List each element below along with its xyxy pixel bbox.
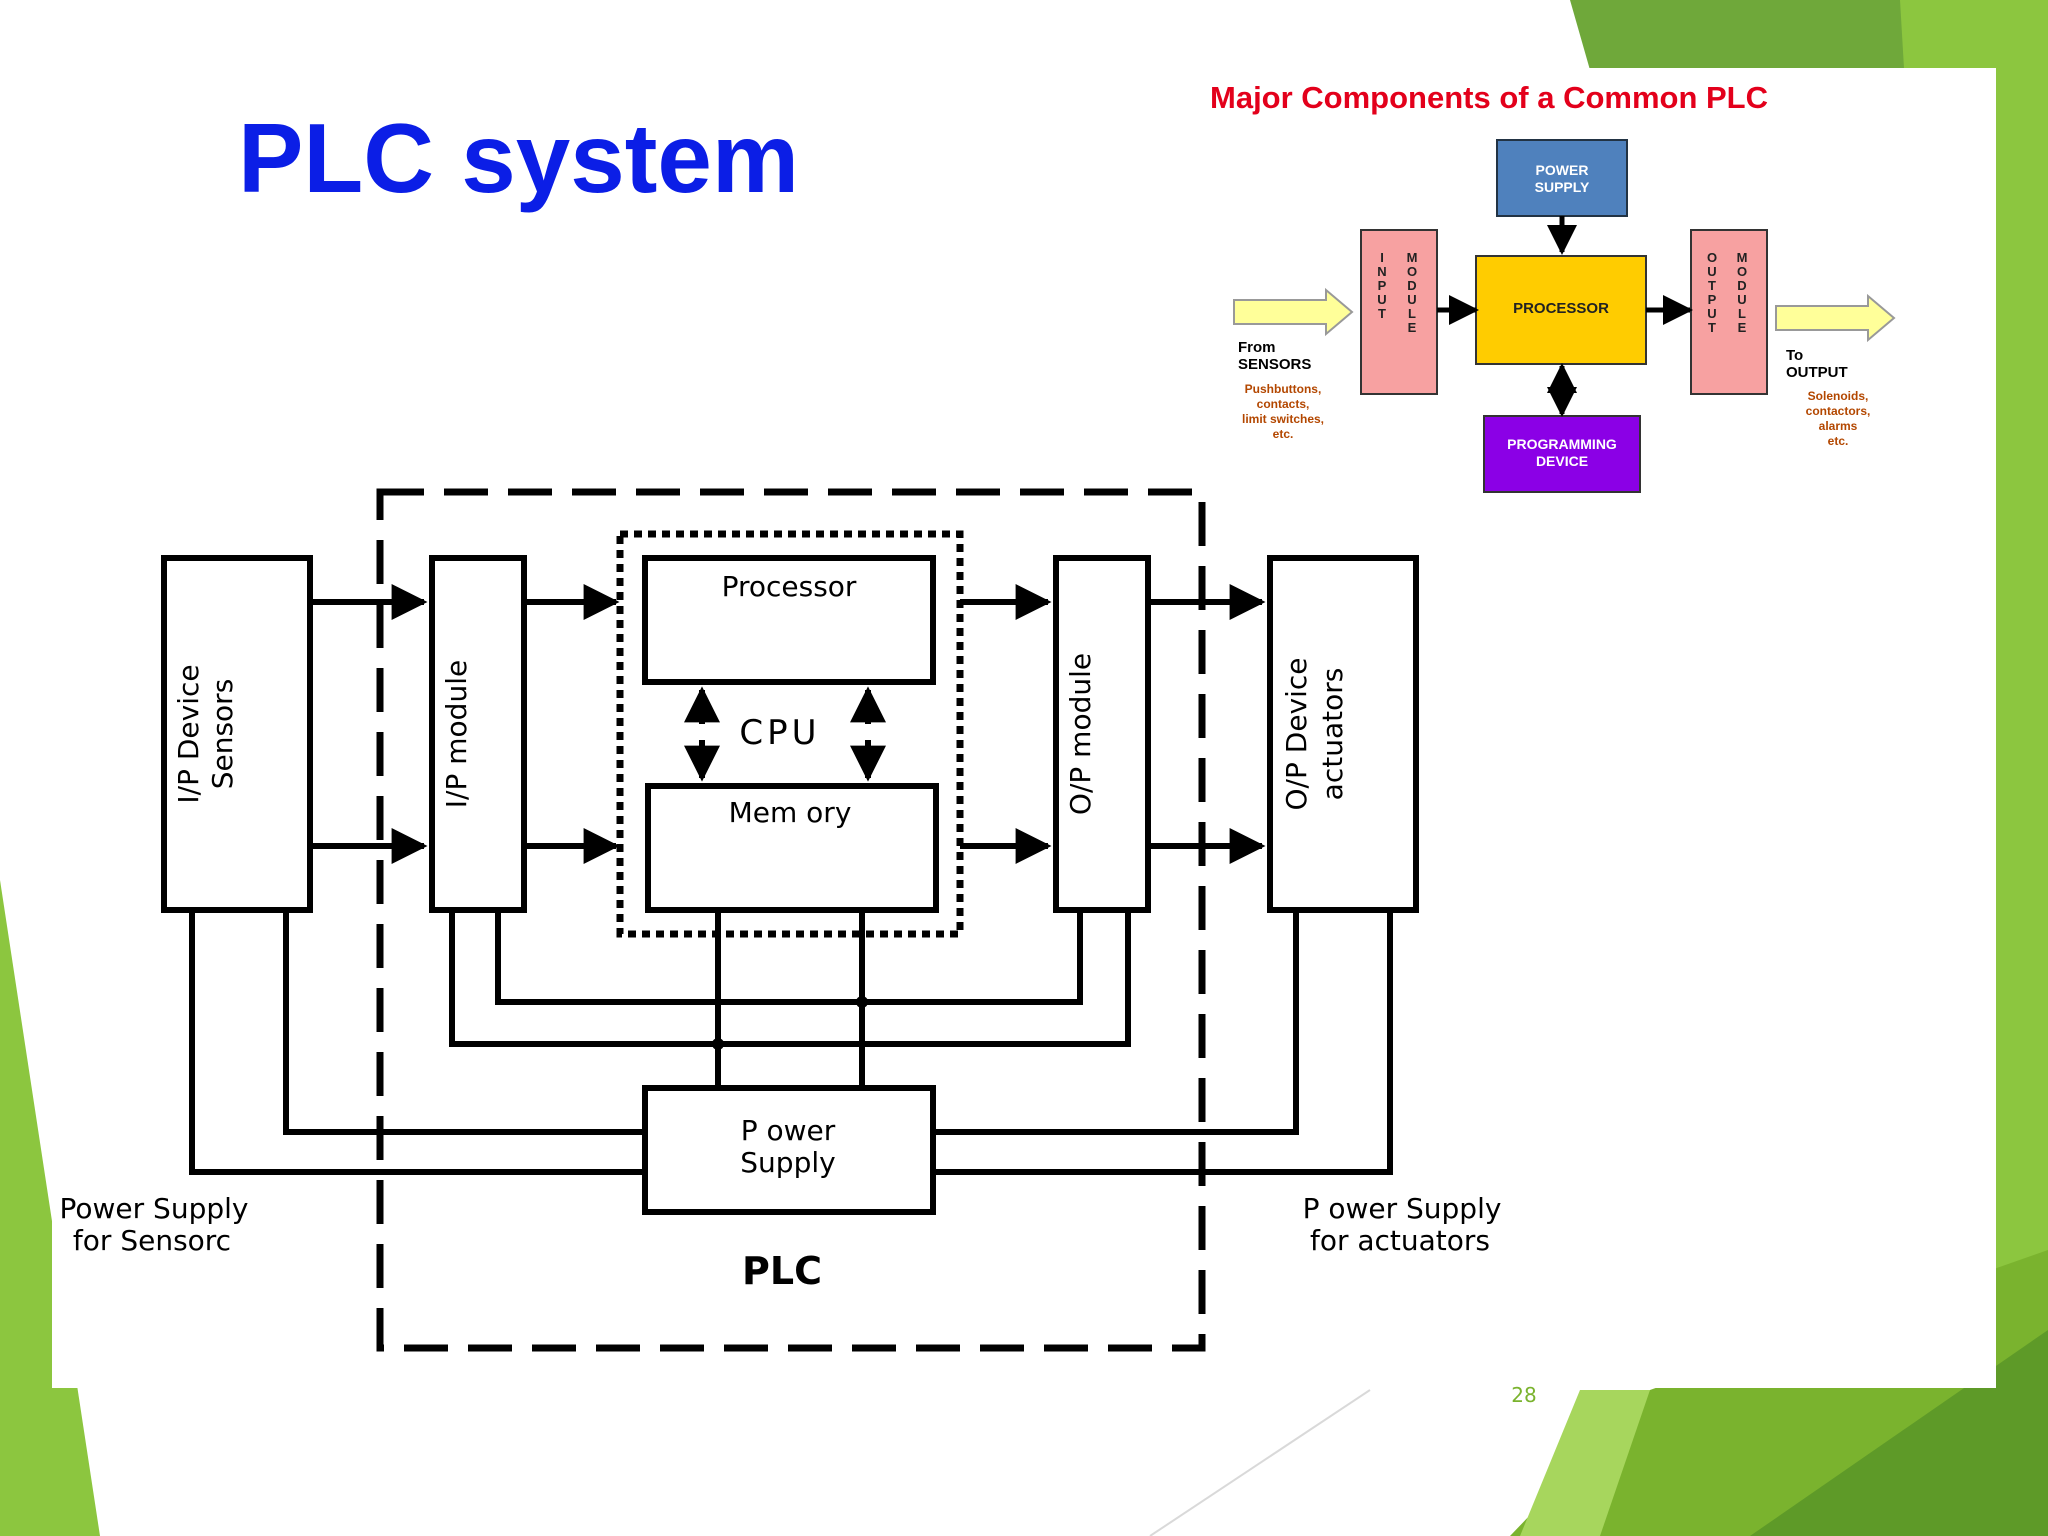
op-device-label-line1: O/P Device	[1280, 657, 1313, 810]
memory-label: Mem ory	[729, 796, 852, 829]
inset-to-ex2: contactors,	[1806, 404, 1871, 418]
inset-in-right-letter: D	[1407, 278, 1416, 293]
inset-to-line1: To	[1786, 347, 1803, 364]
inset-from-line1: From	[1238, 339, 1276, 356]
inset-power-supply-line1: POWER	[1536, 162, 1589, 178]
inset-output-module-letters: OUTPUT	[1707, 250, 1717, 335]
power-supply-label-line1: P ower	[741, 1114, 836, 1147]
inset-in-right-letter: L	[1408, 306, 1416, 321]
inset-out-right-letter: M	[1737, 250, 1748, 265]
ps-actuators-line1: P ower Supply	[1303, 1192, 1502, 1225]
inset-diagram: Major Components of a Common PLC POWER S…	[1210, 80, 1896, 493]
main-block-diagram	[161, 488, 1419, 1352]
inset-to-ex3: alarms	[1819, 419, 1858, 433]
processor-box	[642, 555, 936, 685]
inset-power-supply-line2: SUPPLY	[1535, 179, 1590, 195]
op-module-label: O/P module	[1064, 653, 1097, 815]
inset-out-left-letter: T	[1708, 320, 1716, 335]
inset-out-left-letter: P	[1708, 292, 1717, 307]
power-supply-label-line2: Supply	[740, 1146, 835, 1179]
ip-module-box	[429, 555, 527, 913]
inset-in-right-letter: E	[1408, 320, 1417, 335]
power-supply-box	[642, 1085, 936, 1215]
inset-to-ex1: Solenoids,	[1808, 389, 1869, 403]
inset-title: Major Components of a Common PLC	[1210, 80, 1768, 115]
memory-box	[645, 783, 939, 913]
inset-input-arrow	[1233, 287, 1354, 337]
inset-power-supply-box	[1496, 139, 1628, 217]
ip-module-label: I/P module	[440, 660, 473, 808]
inset-out-right-letter: U	[1737, 292, 1746, 307]
inset-out-right-letter: O	[1737, 264, 1747, 279]
inset-in-left-letter: I	[1380, 250, 1384, 265]
inset-in-left-letter: T	[1378, 306, 1386, 321]
inset-out-right-letter: E	[1738, 320, 1747, 335]
ip-device-box	[161, 555, 313, 913]
op-device-label-line2: actuators	[1316, 668, 1349, 801]
inset-out-left-letter: O	[1707, 250, 1717, 265]
ps-sensors-line2: for Sensorc	[73, 1224, 231, 1257]
page-number: 28	[1511, 1383, 1536, 1407]
op-module-box	[1053, 555, 1151, 913]
inset-programming-line2: DEVICE	[1536, 453, 1588, 469]
inset-in-right-letter: O	[1407, 264, 1417, 279]
signal-arrows	[310, 584, 1266, 864]
inset-input-module-box	[1360, 229, 1438, 395]
inset-output-arrow	[1775, 293, 1896, 343]
inset-programming-line1: PROGRAMMING	[1507, 436, 1617, 452]
inset-in-right-letter: M	[1407, 250, 1418, 265]
inset-to-line2: OUTPUT	[1786, 364, 1848, 381]
inset-out-left-letter: U	[1707, 306, 1716, 321]
ip-device-label-line2: Sensors	[206, 679, 239, 790]
inset-from-ex2: contacts,	[1257, 397, 1310, 411]
inset-out-left-letter: T	[1708, 278, 1716, 293]
inset-in-left-letter: N	[1377, 264, 1386, 279]
inset-from-ex1: Pushbuttons,	[1245, 382, 1322, 396]
ip-device-label-line1: I/P Device	[172, 664, 205, 803]
inset-output-module-box	[1690, 229, 1768, 395]
inset-out-right-letter: L	[1738, 306, 1746, 321]
inset-in-left-letter: P	[1378, 278, 1387, 293]
ps-sensors-line1: Power Supply	[60, 1192, 249, 1225]
page-title: PLC system	[238, 103, 799, 213]
cpu-boundary	[616, 530, 964, 938]
inset-from-line2: SENSORS	[1238, 356, 1311, 373]
processor-label: Processor	[722, 570, 857, 603]
content-panel	[52, 68, 1996, 1388]
inset-in-right-letter: U	[1407, 292, 1416, 307]
inset-programming-device-box	[1483, 415, 1641, 493]
inset-to-ex4: etc.	[1828, 434, 1849, 448]
ps-actuators-line2: for actuators	[1310, 1224, 1490, 1257]
inset-in-left-letter: U	[1377, 292, 1386, 307]
cpu-label: CPU	[739, 713, 820, 753]
inset-processor-label: PROCESSOR	[1513, 300, 1609, 317]
op-device-box	[1267, 555, 1419, 913]
inset-from-ex4: etc.	[1273, 427, 1294, 441]
inset-from-ex3: limit switches,	[1242, 412, 1324, 426]
inset-out-right-letter: D	[1737, 278, 1746, 293]
plc-boundary	[376, 488, 1206, 1352]
inset-out-left-letter: U	[1707, 264, 1716, 279]
plc-label: PLC	[742, 1249, 822, 1293]
